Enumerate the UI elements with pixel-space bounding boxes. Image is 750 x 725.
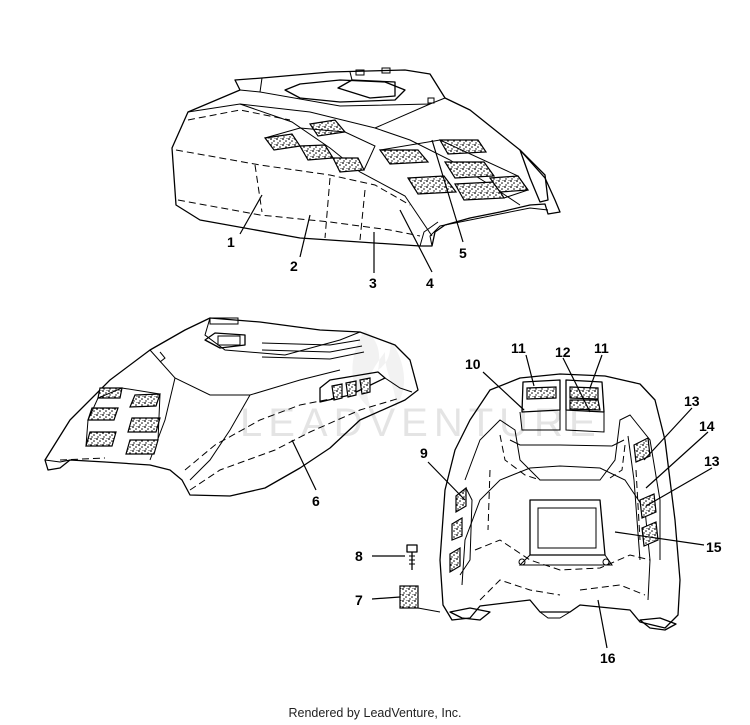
hood-rear-view [171, 67, 561, 247]
callout-11-left: 11 [511, 340, 526, 356]
callout-13-lower: 13 [704, 453, 720, 469]
callout-14: 14 [699, 418, 715, 434]
callout-labels: 1 2 3 4 5 6 7 8 9 10 11 11 12 13 14 13 1… [227, 234, 722, 666]
callout-13-upper: 13 [684, 393, 700, 409]
callout-10: 10 [465, 356, 481, 372]
callout-1: 1 [227, 234, 235, 250]
leader-lines [239, 139, 713, 649]
callout-4: 4 [426, 275, 434, 291]
callout-11-right: 11 [594, 340, 609, 356]
callout-9: 9 [420, 445, 428, 461]
callout-8: 8 [355, 548, 363, 564]
callout-15: 15 [706, 539, 722, 555]
callout-5: 5 [459, 245, 467, 261]
footer-credit: Rendered by LeadVenture, Inc. [288, 706, 462, 720]
part-screw [406, 544, 418, 570]
callout-3: 3 [369, 275, 377, 291]
part-foam-pad [399, 585, 441, 613]
callout-6: 6 [312, 493, 320, 509]
watermark-logo [352, 330, 405, 410]
callout-7: 7 [355, 592, 363, 608]
callout-16: 16 [600, 650, 616, 666]
callout-12: 12 [555, 344, 571, 360]
hood-underside-view [439, 373, 681, 631]
callout-2: 2 [290, 258, 298, 274]
